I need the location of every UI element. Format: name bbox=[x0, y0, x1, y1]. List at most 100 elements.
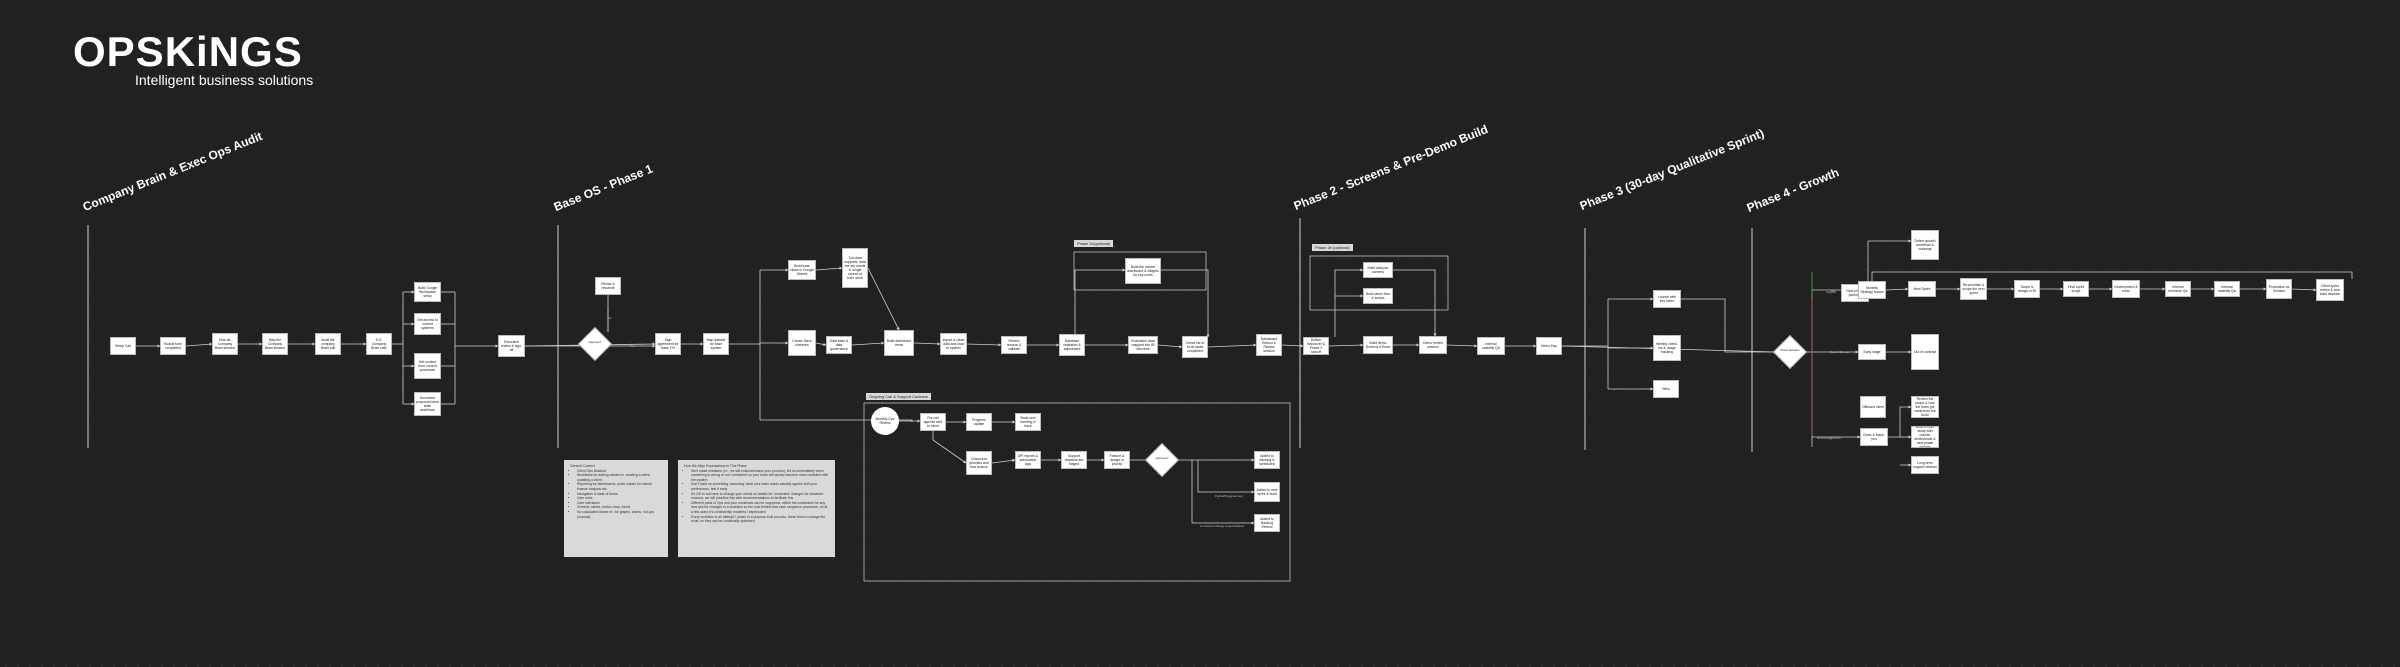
connector bbox=[1161, 269, 1210, 338]
note-expectations-item: It's OK to not have to change your minds… bbox=[691, 492, 829, 501]
flow-node-p7: Build dashboard views bbox=[884, 330, 914, 356]
flow-node-b3: Get context from current processes bbox=[414, 353, 441, 379]
flow-node-o6: API reports & automation logs bbox=[1015, 451, 1041, 469]
note-general-title: General Context bbox=[570, 464, 595, 468]
group-frame bbox=[1309, 255, 1449, 311]
connector bbox=[1157, 344, 1183, 349]
flow-node-p4: Create Slack channels bbox=[788, 330, 816, 356]
edge-label-noengage: Non-Engagement bbox=[1817, 436, 1841, 440]
note-expectations: How We Align Expectations in This Phase … bbox=[678, 460, 835, 557]
flow-node-r1: Build data per screens bbox=[1363, 262, 1393, 278]
logo-wordmark: OPSKiNGS bbox=[73, 28, 303, 75]
flow-node-o8: Feature & design in priority bbox=[1104, 451, 1130, 469]
note-general-item: Client Ops Buildout bbox=[577, 469, 662, 474]
group-frame bbox=[1073, 251, 1207, 291]
note-general-context: General Context Client Ops Buildout Work… bbox=[564, 460, 668, 557]
flow-node-p5: Data base & data governance bbox=[826, 336, 852, 354]
flow-node-p2: Map dataset for base system bbox=[703, 333, 729, 355]
flow-node-r2: Build demo flow & scripts bbox=[1363, 288, 1393, 304]
flow-node-q1: Internal usability QA bbox=[1477, 337, 1505, 355]
flow-node-r3: Build demo Screens & flows bbox=[1363, 336, 1393, 354]
flow-node-o11: Added to next sprint & build bbox=[1254, 482, 1280, 502]
connector bbox=[1074, 268, 1126, 337]
flow-node-n2: Kickoff form completed bbox=[160, 337, 186, 355]
connector bbox=[1328, 343, 1364, 347]
note-expectations-item: Don't build on something 'assuming' what… bbox=[691, 482, 829, 491]
note-general-item: No calculated values ex. for graphs, cha… bbox=[577, 510, 662, 519]
flow-node-n4: Map the Company Brain session bbox=[262, 333, 288, 355]
edge-label-yes2: Yes bbox=[1830, 289, 1835, 293]
flow-node-o7: Support requests are triaged bbox=[1061, 451, 1087, 469]
flow-node-g2: Weekly check-ins & usage tracking bbox=[1653, 335, 1681, 361]
flow-node-p11: Evaluation data mapped into BI structure bbox=[1128, 336, 1158, 354]
connector bbox=[815, 266, 843, 271]
flow-node-u1: Review the scope & how the team got valu… bbox=[1911, 396, 1939, 418]
flow-node-t7: Internal technical QA bbox=[2165, 281, 2191, 297]
note-expectations-item: We'll make mistakes (i.e., we will misun… bbox=[691, 469, 829, 483]
connector bbox=[1393, 269, 1437, 337]
flow-node-p9: Review records & validate bbox=[1001, 336, 1027, 354]
flow-node-p3: Build base views in Google Sheets bbox=[788, 260, 816, 280]
decision-label-d1: Approve? bbox=[588, 340, 602, 344]
flow-node-k4: Out of contract bbox=[1911, 334, 1939, 370]
connector bbox=[1885, 287, 1909, 291]
flow-node-t4: Scope & design in BI bbox=[2014, 280, 2040, 298]
connector bbox=[1888, 405, 1912, 438]
note-general-item: Workflows for adding values ex. creating… bbox=[577, 473, 662, 482]
flow-node-b1: Build Google Workspace setup bbox=[414, 282, 441, 302]
opskings-logo: OPSKiNGS Intelligent business solutions bbox=[73, 28, 314, 89]
flow-node-nr: Revise & resubmit bbox=[595, 277, 621, 295]
flow-node-t10: Client sprint review & next build decisi… bbox=[2316, 279, 2344, 301]
connector bbox=[2291, 288, 2317, 292]
connector bbox=[913, 342, 941, 346]
note-expectations-title: How We Align Expectations in This Phase bbox=[684, 464, 747, 468]
edge-label-combined: Combined change request/defect bbox=[1200, 524, 1245, 528]
edge-label-yes: Yes bbox=[630, 344, 635, 348]
flow-node-o3: Progress update bbox=[966, 413, 992, 431]
connector bbox=[932, 431, 967, 464]
connector bbox=[867, 267, 900, 331]
flow-node-v1: Close & thank-you bbox=[1860, 428, 1888, 446]
flow-node-u2: Build a case study with results, testimo… bbox=[1911, 426, 1939, 448]
group-tag-phase2c: Phase 2c(optional) bbox=[1074, 240, 1114, 247]
flow-node-k2: Define growth workflows & roadmap bbox=[1911, 230, 1939, 260]
flow-node-p13: Dashboard Rollout & Review session bbox=[1256, 334, 1282, 356]
start-node-o1: Monthly Ops Review bbox=[871, 407, 899, 435]
flow-node-o10: Added to backlog & scheduled bbox=[1254, 451, 1280, 469]
edge-label-support: Support bbox=[1826, 290, 1837, 294]
connector bbox=[815, 342, 827, 347]
connector bbox=[1334, 268, 1364, 337]
flow-node-o2: Pre call agenda sent to client bbox=[920, 413, 946, 431]
flow-node-b2: Get access to current systems bbox=[414, 313, 441, 335]
flow-node-v3: Long-term support retainer bbox=[1911, 456, 1939, 474]
flow-node-p14: Deliver Handover & Phase 2 kickoff bbox=[1303, 337, 1329, 355]
logo-tagline: Intelligent business solutions bbox=[135, 72, 314, 88]
flow-node-p1: Sign agreement for Base OS bbox=[655, 333, 681, 355]
note-general-item: Screens, tables, button rows, forms bbox=[577, 505, 662, 510]
decision-label-o9: Approve? bbox=[1155, 456, 1169, 460]
connector bbox=[1197, 460, 1255, 494]
flow-node-t3: Re-prioritise & scope the next sprint bbox=[1960, 278, 1987, 300]
flow-node-t8: Internal usability QA bbox=[2214, 281, 2240, 297]
flow-node-n6: S.O. Company Brain calls bbox=[366, 333, 392, 355]
flow-node-p10: Database validation & adjustment bbox=[1059, 334, 1085, 356]
note-general-item: User interfaces bbox=[577, 501, 662, 506]
flow-node-g3: Wins bbox=[1653, 380, 1679, 398]
flow-node-b4: Document proposed ideal state workflows bbox=[414, 392, 441, 416]
connector bbox=[966, 343, 1002, 347]
note-expectations-item: Every workflow is an attempt / phase in … bbox=[691, 515, 829, 524]
connector bbox=[1207, 343, 1257, 348]
flow-node-n3: Kick-off: Company Brain session bbox=[212, 333, 238, 355]
note-expectations-item: Different parts of Ops and your workflow… bbox=[691, 501, 829, 515]
flow-node-p12: Check list of to-do tasks completed bbox=[1182, 336, 1208, 358]
connector bbox=[1681, 298, 1777, 354]
flow-node-o4: Book next meeting & track bbox=[1015, 413, 1041, 431]
edge-label-no: No bbox=[608, 316, 612, 320]
group-tag-ongoing: Ongoing Call & Support Cadence bbox=[866, 393, 932, 400]
flow-node-t6: Development & build bbox=[2112, 280, 2140, 298]
flow-node-t9: Productise as Solution bbox=[2266, 279, 2292, 299]
flow-node-t2: Next Sprint bbox=[1908, 281, 1936, 297]
group-frame bbox=[863, 402, 1291, 582]
flow-node-t1: Monthly Strategy review bbox=[1858, 281, 1886, 299]
